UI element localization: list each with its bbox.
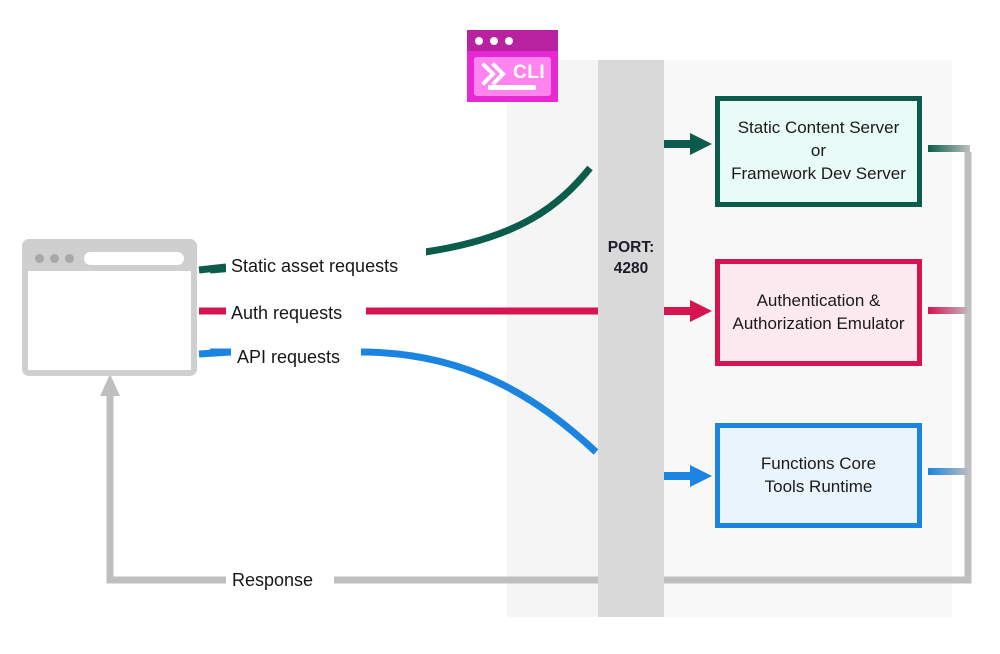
browser-dot-2 bbox=[50, 253, 59, 263]
static-content-server-label: Static Content Server or Framework Dev S… bbox=[731, 118, 906, 183]
api-request-connector bbox=[210, 348, 599, 455]
auth-emulator-label: Authentication & Authorization Emulator bbox=[732, 290, 905, 333]
static-label-mask bbox=[226, 248, 426, 282]
cli-screen: CLI bbox=[474, 57, 551, 96]
browser-window-icon bbox=[22, 239, 197, 376]
response-connector bbox=[106, 152, 972, 584]
static-label-stub bbox=[198, 263, 227, 274]
cli-label: CLI bbox=[513, 62, 546, 83]
static-request-arrowhead bbox=[690, 133, 712, 155]
cli-dot-3 bbox=[505, 36, 513, 45]
auth-label-mask bbox=[226, 294, 366, 328]
api-request-arrowhead bbox=[690, 465, 712, 487]
response-arrowhead bbox=[100, 374, 120, 396]
cli-window-icon: CLI bbox=[467, 30, 558, 102]
cli-dot-1 bbox=[475, 36, 483, 45]
static-return-stub bbox=[928, 145, 970, 152]
cli-titlebar bbox=[467, 30, 558, 51]
port-label: PORT: 4280 bbox=[607, 239, 655, 277]
browser-content-area bbox=[28, 271, 191, 370]
auth-return-stub bbox=[928, 307, 970, 314]
functions-runtime-label: Functions Core Tools Runtime bbox=[760, 453, 877, 496]
api-label-mask bbox=[231, 336, 361, 370]
auth-request-arrowhead bbox=[690, 300, 712, 322]
browser-address-bar bbox=[84, 251, 184, 265]
response-label: Response bbox=[232, 570, 314, 590]
functions-runtime-node: Functions Core Tools Runtime bbox=[715, 423, 922, 528]
static-asset-requests-label: Static asset requests bbox=[231, 256, 399, 276]
api-label-stub bbox=[198, 348, 232, 358]
auth-emulator-node: Authentication & Authorization Emulator bbox=[715, 259, 922, 366]
cli-chevron-icon bbox=[481, 62, 506, 86]
api-return-stub bbox=[928, 468, 970, 475]
static-request-connector bbox=[209, 165, 593, 274]
browser-dot-3 bbox=[65, 253, 74, 263]
browser-dot-1 bbox=[35, 253, 44, 263]
auth-requests-label: Auth requests bbox=[231, 303, 343, 323]
port-band bbox=[598, 60, 664, 617]
response-label-mask bbox=[226, 564, 334, 596]
cli-underline bbox=[488, 85, 536, 90]
browser-titlebar bbox=[28, 245, 191, 271]
static-content-server-node: Static Content Server or Framework Dev S… bbox=[715, 96, 922, 207]
api-requests-label: API requests bbox=[237, 347, 341, 367]
cli-dot-2 bbox=[490, 36, 498, 45]
